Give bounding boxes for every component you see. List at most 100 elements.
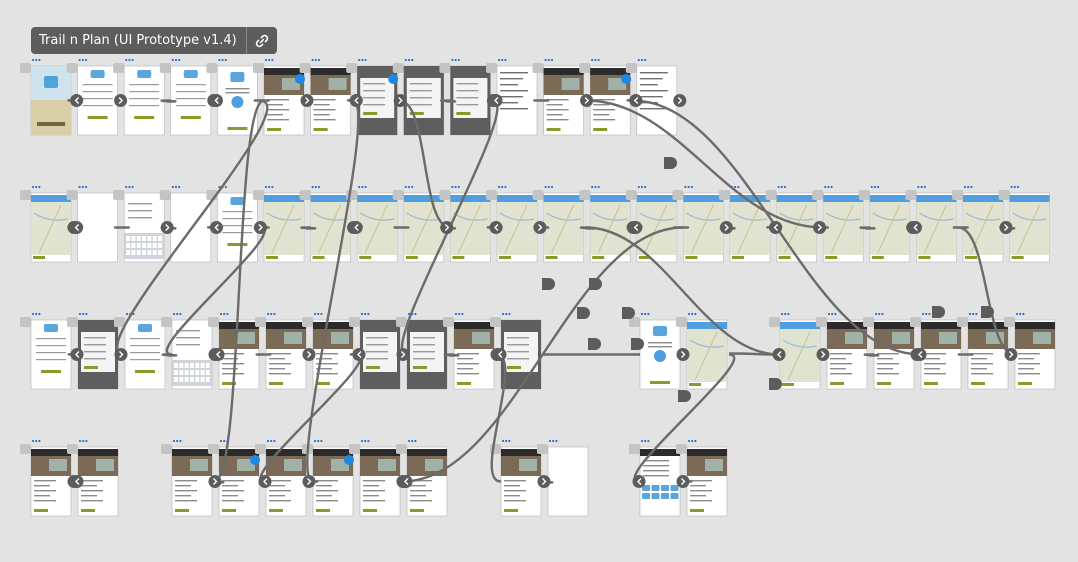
artboard-r3-9[interactable] xyxy=(396,312,448,390)
connection-handle[interactable] xyxy=(160,221,174,234)
back-connection-handle[interactable] xyxy=(70,475,84,488)
connection-handle[interactable] xyxy=(302,348,316,361)
artboard-r2-20[interactable] xyxy=(905,185,957,263)
artboard-r1-12[interactable] xyxy=(532,58,584,136)
artboard-r3-13[interactable] xyxy=(676,312,728,390)
artboard-r3-10[interactable] xyxy=(443,312,495,390)
back-connection-handle[interactable] xyxy=(209,221,223,234)
artboard-r2-22[interactable] xyxy=(998,185,1050,263)
artboard-r3-14[interactable] xyxy=(769,312,821,390)
artboard-r1-11[interactable] xyxy=(486,58,538,136)
artboard-r3-5[interactable] xyxy=(208,312,260,390)
connection-handle[interactable] xyxy=(208,475,222,488)
artboard-r2-13[interactable] xyxy=(579,185,631,263)
artboard-r1-8[interactable] xyxy=(346,58,398,136)
artboard-r1-7[interactable] xyxy=(299,58,351,136)
artboard-r3-8[interactable] xyxy=(349,312,401,390)
artboard-r2-9[interactable] xyxy=(392,185,445,263)
artboard-r3-12[interactable] xyxy=(629,312,681,390)
connection-handle[interactable] xyxy=(999,221,1013,234)
artboard-r1-10[interactable] xyxy=(439,58,491,136)
artboard-r3-17[interactable] xyxy=(910,312,962,390)
connection-handle[interactable] xyxy=(396,348,410,361)
back-connection-handle[interactable] xyxy=(632,475,646,488)
artboard-r3-16[interactable] xyxy=(863,312,915,390)
artboard-r2-16[interactable] xyxy=(719,185,771,263)
connection-handle[interactable] xyxy=(300,94,314,107)
artboard-r2-3[interactable] xyxy=(113,185,165,263)
artboard-r1-5[interactable] xyxy=(206,58,258,136)
artboard-r4-1[interactable] xyxy=(20,439,72,517)
back-connection-handle[interactable] xyxy=(913,348,927,361)
artboard-r3-19[interactable] xyxy=(1004,312,1056,390)
artboard-r2-8[interactable] xyxy=(346,185,398,263)
connection-stub[interactable] xyxy=(769,378,782,390)
back-connection-handle[interactable] xyxy=(349,221,363,234)
artboard-r3-4[interactable] xyxy=(161,312,213,390)
back-connection-handle[interactable] xyxy=(399,475,413,488)
artboard-r4-3[interactable] xyxy=(161,439,213,517)
connection-stub[interactable] xyxy=(589,278,602,290)
back-connection-handle[interactable] xyxy=(211,348,225,361)
artboard-r2-14[interactable] xyxy=(625,185,678,263)
prototype-title-chip[interactable]: Trail n Plan (UI Prototype v1.4) xyxy=(31,27,277,54)
artboard-r1-9[interactable] xyxy=(392,58,445,136)
connection-handle[interactable] xyxy=(673,94,687,107)
artboard-r3-6[interactable] xyxy=(255,312,307,390)
back-connection-handle[interactable] xyxy=(772,348,786,361)
connection-handle[interactable] xyxy=(253,221,267,234)
back-connection-handle[interactable] xyxy=(489,221,503,234)
artboard-r1-2[interactable] xyxy=(66,58,118,136)
selection-marker[interactable] xyxy=(388,74,399,84)
back-connection-handle[interactable] xyxy=(629,221,643,234)
artboard-r1-3[interactable] xyxy=(113,58,165,136)
connection-stub[interactable] xyxy=(678,390,691,402)
artboard-r3-2[interactable] xyxy=(67,312,119,390)
connection-handle[interactable] xyxy=(537,475,551,488)
artboard-r3-11[interactable] xyxy=(490,312,542,390)
connection-handle[interactable] xyxy=(440,221,454,234)
connection-handle[interactable] xyxy=(302,475,316,488)
connection-stub[interactable] xyxy=(542,278,555,290)
connection-handle[interactable] xyxy=(719,221,733,234)
connection-stub[interactable] xyxy=(631,338,644,350)
back-connection-handle[interactable] xyxy=(70,221,84,234)
back-connection-handle[interactable] xyxy=(352,348,366,361)
selection-marker[interactable] xyxy=(344,455,354,465)
artboard-r2-18[interactable] xyxy=(812,185,864,263)
artboard-r2-1[interactable] xyxy=(20,185,72,263)
artboard-r2-7[interactable] xyxy=(299,185,351,263)
connection-stub[interactable] xyxy=(577,307,590,319)
artboard-r2-5[interactable] xyxy=(206,185,258,263)
artboard-r4-7[interactable] xyxy=(349,439,401,517)
link-icon[interactable] xyxy=(247,27,277,54)
artboard-r2-12[interactable] xyxy=(532,185,584,263)
connection-handle[interactable] xyxy=(676,348,690,361)
back-connection-handle[interactable] xyxy=(629,94,643,107)
back-connection-handle[interactable] xyxy=(493,348,507,361)
connection-handle[interactable] xyxy=(816,348,830,361)
artboard-r3-18[interactable] xyxy=(957,312,1009,390)
back-connection-handle[interactable] xyxy=(769,221,783,234)
prototype-title[interactable]: Trail n Plan (UI Prototype v1.4) xyxy=(39,33,237,48)
connection-handle[interactable] xyxy=(1004,348,1018,361)
artboard-r2-2[interactable] xyxy=(66,185,118,263)
back-connection-handle[interactable] xyxy=(349,94,363,107)
artboard-r3-1[interactable] xyxy=(20,312,72,390)
artboard-r1-6[interactable] xyxy=(253,58,305,136)
connection-stub[interactable] xyxy=(981,306,994,318)
artboard-r1-1[interactable] xyxy=(20,58,72,136)
back-connection-handle[interactable] xyxy=(70,94,84,107)
connection-handle[interactable] xyxy=(676,475,690,488)
back-connection-handle[interactable] xyxy=(70,348,84,361)
connection-stub[interactable] xyxy=(932,306,945,318)
connection-stub[interactable] xyxy=(664,157,677,169)
artboard-r4-12[interactable] xyxy=(676,439,728,517)
artboard-r4-2[interactable] xyxy=(67,439,119,517)
connection-handle[interactable] xyxy=(533,221,547,234)
connection-stub[interactable] xyxy=(588,338,601,350)
connection-handle[interactable] xyxy=(813,221,827,234)
back-connection-handle[interactable] xyxy=(209,94,223,107)
artboard-r3-15[interactable] xyxy=(816,312,868,390)
